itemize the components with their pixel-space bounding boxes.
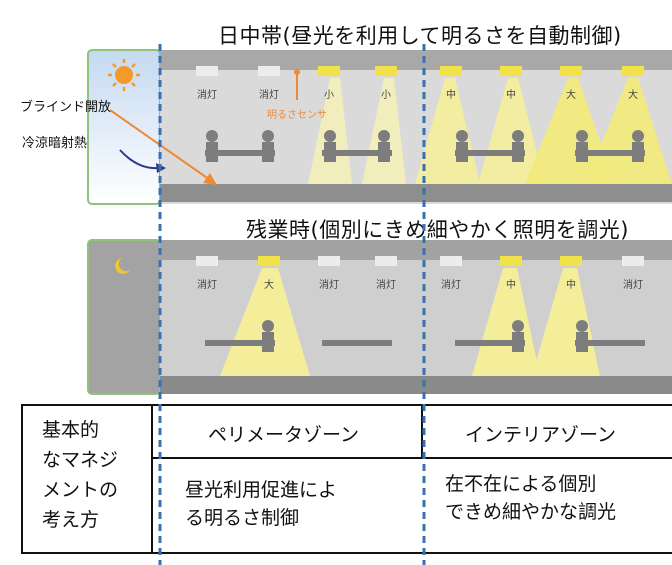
- perimeter-desc-line: 昼光利用促進によ: [185, 479, 338, 501]
- lamp-label: 小: [324, 90, 334, 101]
- daytime-title: 日中帯(昼光を利用して明るさを自動制御): [218, 24, 622, 48]
- perimeter-zone-header: ペリメータゾーン: [208, 424, 360, 446]
- lamp-label: 小: [381, 90, 391, 101]
- lamp-label: 大: [264, 280, 274, 291]
- beam: [585, 78, 672, 184]
- lamp-label: 消灯: [441, 280, 461, 291]
- heat-arrow: [119, 149, 161, 170]
- lamp-label: 消灯: [197, 90, 217, 101]
- interior-desc-line: 在不在による個別: [445, 473, 597, 495]
- sun-icon: [108, 59, 140, 91]
- ceiling-day: [160, 50, 672, 70]
- interior-zone-header: インテリアゾーン: [465, 424, 617, 446]
- beam: [478, 78, 545, 184]
- management-table: [21, 404, 672, 554]
- lamp-label: 消灯: [623, 280, 643, 291]
- lamp-label: 中: [506, 90, 516, 101]
- lamp-label: 消灯: [197, 280, 217, 291]
- lamp-fixtures-day: [196, 66, 644, 76]
- interior-desc-line: できめ細やかな調光: [445, 501, 617, 523]
- lamp-label: 大: [566, 90, 576, 101]
- overtime-title: 残業時(個別にきめ細やかく照明を調光): [246, 218, 629, 242]
- lamp-label: 消灯: [319, 280, 339, 291]
- lamp-fixtures-night: [196, 256, 644, 266]
- floor-night: [160, 376, 672, 394]
- left-header-line: 考え方: [42, 509, 100, 531]
- lamp-label: 中: [506, 280, 516, 291]
- left-header-line: メントの: [42, 479, 119, 501]
- cooling-label: 冷涼暗射熱: [22, 136, 88, 151]
- sensor-label: 明るさセンサ: [267, 110, 327, 121]
- workers-day: [205, 130, 645, 162]
- lamp-label: 消灯: [259, 90, 279, 101]
- floor-day: [160, 184, 672, 202]
- night-sky: [87, 239, 161, 395]
- left-header-line: なマネジ: [42, 449, 119, 471]
- perimeter-desc-line: る明るさ制御: [185, 507, 300, 529]
- lamp-label: 中: [566, 280, 576, 291]
- blind-arrow-head: [203, 173, 217, 185]
- sensor-icon: [294, 69, 300, 75]
- lamp-label: 消灯: [376, 280, 396, 291]
- lamp-label: 大: [628, 90, 638, 101]
- moon-icon: [115, 258, 130, 274]
- left-header-line: 基本的: [42, 419, 100, 441]
- blind-label: ブラインド開放: [20, 100, 112, 115]
- beam: [525, 78, 615, 184]
- ceiling-night: [160, 240, 672, 260]
- workers-night: [205, 320, 645, 352]
- lamp-label: 中: [446, 90, 456, 101]
